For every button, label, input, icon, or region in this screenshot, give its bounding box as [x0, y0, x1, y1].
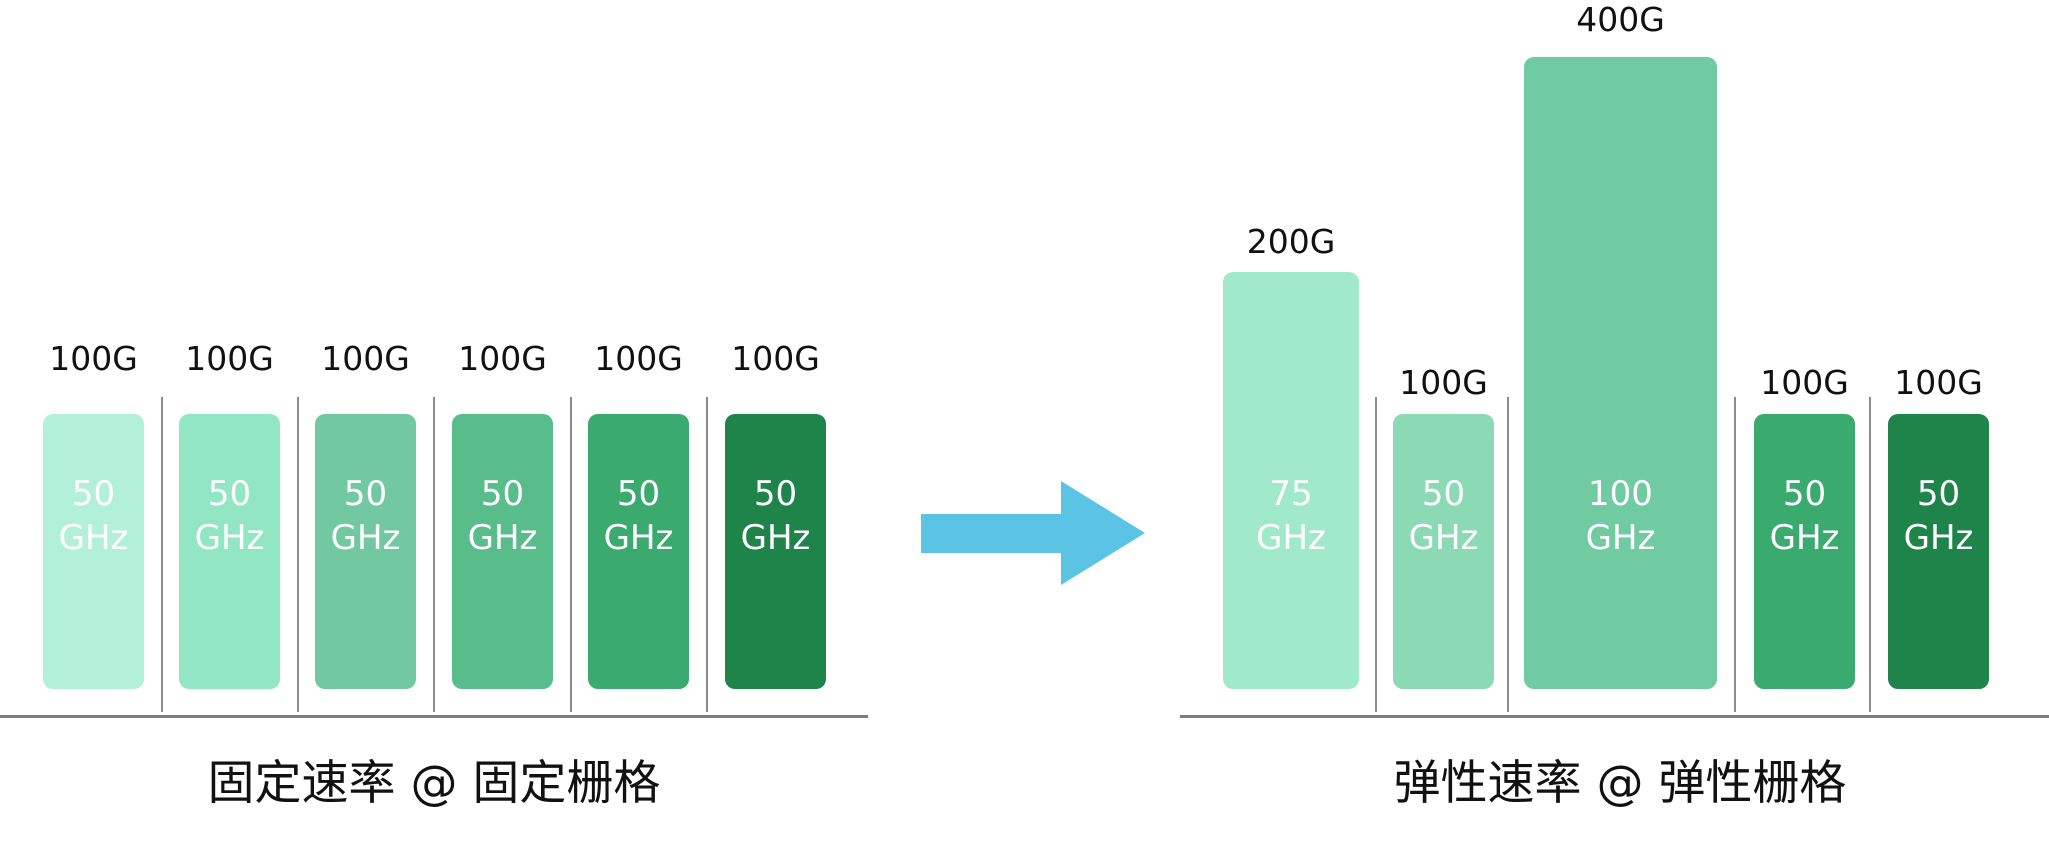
channel-width-label: 50 GHz	[725, 472, 826, 560]
channel-width-unit: GHz	[1903, 518, 1974, 558]
rate-label: 100G	[49, 339, 138, 378]
channel-block: 50 GHz	[315, 414, 416, 689]
channel-width-value: 50	[343, 474, 388, 514]
channel-block: 100 GHz	[1524, 57, 1717, 689]
rate-label: 100G	[185, 339, 274, 378]
channel-width-unit: GHz	[1256, 518, 1326, 558]
arrow-shape	[921, 481, 1145, 585]
rate-label: 400G	[1576, 0, 1665, 39]
channel-block: 50 GHz	[1393, 414, 1494, 689]
grid-divider	[1734, 397, 1736, 712]
channel-width-label: 50 GHz	[179, 472, 280, 560]
grid-divider	[1375, 397, 1377, 712]
channel-block: 50 GHz	[452, 414, 553, 689]
flexible-grid-panel: 200G 75 GHz 100G 50 GHz 400G 100 GHz 100…	[1160, 0, 2049, 857]
channel-block: 50 GHz	[725, 414, 826, 689]
grid-divider	[297, 397, 299, 712]
channel-width-value: 50	[1782, 474, 1827, 514]
channel-block: 50 GHz	[43, 414, 144, 689]
rate-label: 100G	[1760, 363, 1849, 402]
channel-width-label: 50 GHz	[452, 472, 553, 560]
channel-width-unit: GHz	[194, 518, 265, 558]
channel-width-label: 50 GHz	[1393, 472, 1494, 560]
fixed-grid-panel: 100G 50 GHz 100G 50 GHz 100G 50 GHz 100G	[0, 0, 1000, 857]
channel-width-label: 50 GHz	[1754, 472, 1855, 560]
grid-divider	[433, 397, 435, 712]
channel-width-unit: GHz	[1408, 518, 1479, 558]
grid-divider	[1507, 397, 1509, 712]
channel-width-unit: GHz	[330, 518, 401, 558]
rate-label: 100G	[458, 339, 547, 378]
channel-width-value: 50	[71, 474, 116, 514]
channel-width-value: 50	[480, 474, 525, 514]
spectrum-baseline	[1180, 715, 2049, 718]
rate-label: 100G	[594, 339, 683, 378]
channel-width-label: 75 GHz	[1223, 472, 1359, 560]
rate-label: 100G	[321, 339, 410, 378]
channel-block: 50 GHz	[1888, 414, 1989, 689]
channel-width-unit: GHz	[740, 518, 811, 558]
channel-width-value: 50	[1421, 474, 1466, 514]
rate-label: 200G	[1246, 222, 1336, 261]
grid-divider	[1869, 397, 1871, 712]
channel-width-value: 50	[616, 474, 661, 514]
channel-width-value: 100	[1588, 474, 1653, 514]
channel-width-value: 50	[1916, 474, 1961, 514]
channel-width-value: 75	[1269, 474, 1313, 514]
channel-block: 50 GHz	[588, 414, 689, 689]
grid-divider	[706, 397, 708, 712]
channel-width-value: 50	[207, 474, 252, 514]
channel-block: 50 GHz	[179, 414, 280, 689]
channel-width-unit: GHz	[58, 518, 129, 558]
channel-width-unit: GHz	[467, 518, 538, 558]
rate-label: 100G	[731, 339, 820, 378]
rate-label: 100G	[1399, 363, 1488, 402]
channel-block: 50 GHz	[1754, 414, 1855, 689]
channel-width-unit: GHz	[603, 518, 674, 558]
transition-arrow-icon	[921, 481, 1145, 585]
spectrum-baseline	[0, 715, 868, 718]
channel-block: 75 GHz	[1223, 272, 1359, 689]
channel-width-value: 50	[753, 474, 798, 514]
channel-width-label: 50 GHz	[1888, 472, 1989, 560]
channel-width-label: 50 GHz	[315, 472, 416, 560]
channel-width-label: 50 GHz	[43, 472, 144, 560]
fixed-grid-caption: 固定速率 @ 固定栅格	[207, 756, 661, 811]
flexible-grid-caption: 弹性速率 @ 弹性栅格	[1393, 756, 1847, 811]
channel-width-label: 100 GHz	[1524, 472, 1717, 560]
channel-width-label: 50 GHz	[588, 472, 689, 560]
grid-divider	[570, 397, 572, 712]
rate-label: 100G	[1894, 363, 1983, 402]
grid-divider	[161, 397, 163, 712]
channel-width-unit: GHz	[1769, 518, 1840, 558]
channel-width-unit: GHz	[1585, 518, 1656, 558]
